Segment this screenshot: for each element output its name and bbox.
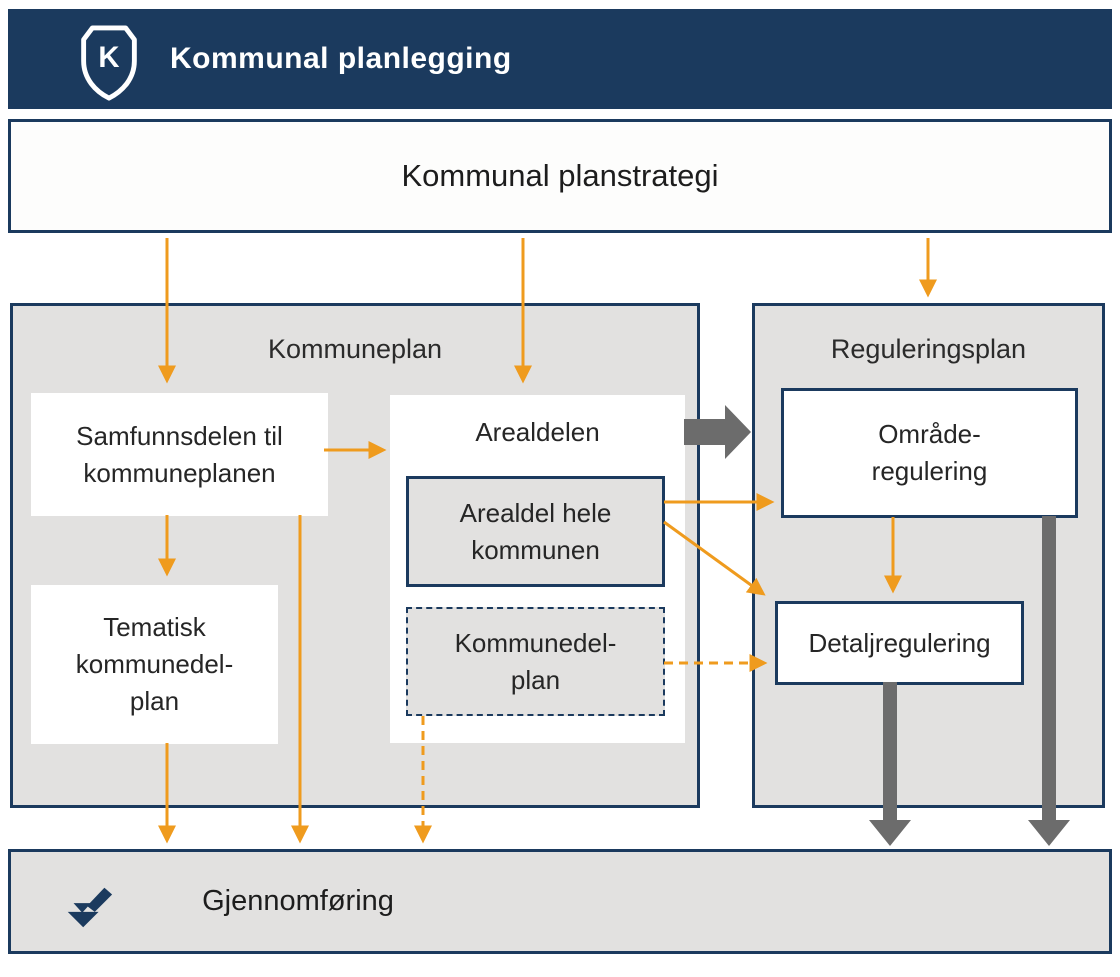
gjennomforing-label: Gjennomføring [202,885,394,917]
planstrategi-box: Kommunal planstrategi [8,119,1112,233]
shield-k-icon: K [81,25,137,101]
omraaderegulering-label: Område- regulering [871,419,988,486]
arealdel-hele-label: Arealdel hele kommunen [459,497,612,565]
header-title: Kommunal planlegging [170,42,512,75]
kommunedelplan-box: Kommunedel- plan [406,607,665,716]
pen-check-icon [67,887,113,928]
arealdel-hele-box: Arealdel hele kommunen [406,476,665,587]
kommunedelplan-label: Kommunedel- plan [454,627,617,695]
tematisk-label: Tematisk kommunedel- plan [75,612,234,716]
gjennomforing-bar: Gjennomføring [8,849,1112,954]
kommuneplan-panel: Kommuneplan Samfunnsdelen til kommunepla… [10,303,700,808]
header-bar: K Kommunal planlegging [8,9,1112,109]
reguleringsplan-title: Reguleringsplan [830,334,1027,364]
omraaderegulering-box: Område- regulering [781,388,1078,518]
tematisk-kommunedelplan-box: Tematisk kommunedel- plan [31,585,278,744]
kommuneplan-title: Kommuneplan [267,334,443,364]
arealdelen-label: Arealdelen [475,417,600,447]
reguleringsplan-panel: Reguleringsplan Område- regulering Detal… [752,303,1105,808]
detaljregulering-box: Detaljregulering [775,601,1024,685]
samfunnsdel-box: Samfunnsdelen til kommuneplanen [31,393,328,516]
samfunnsdel-label: Samfunnsdelen til kommuneplanen [76,420,283,488]
planstrategi-label: Kommunal planstrategi [401,158,719,193]
arealdelen-box: Arealdelen Arealdel hele kommunen Kommun… [390,395,685,743]
detaljregulering-label: Detaljregulering [808,627,991,658]
shield-letter: K [98,42,119,74]
